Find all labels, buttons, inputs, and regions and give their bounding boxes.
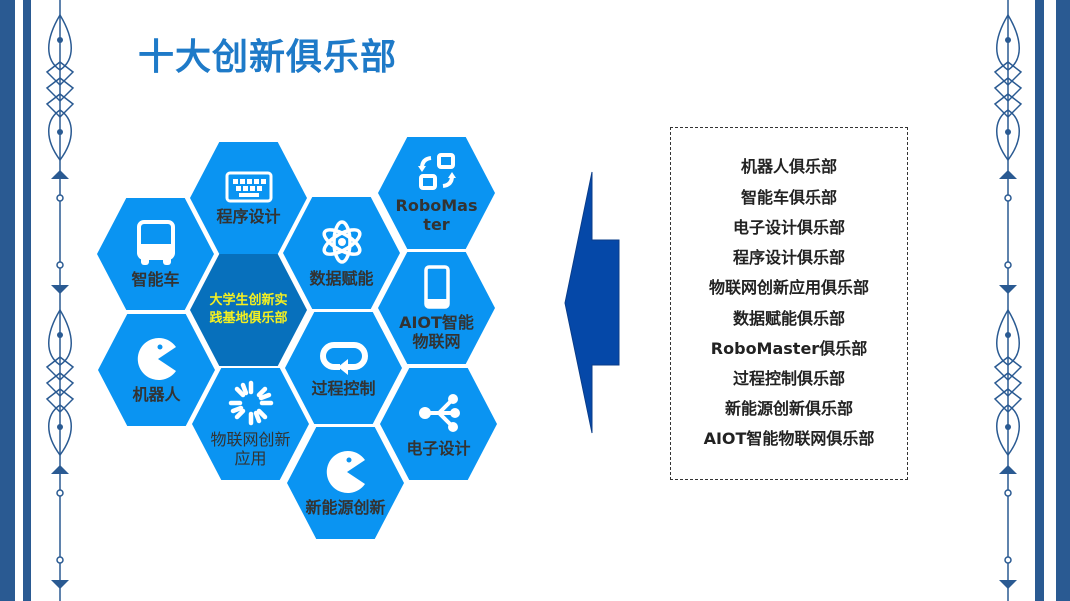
spinner-icon bbox=[228, 380, 273, 426]
hex-label: 新能源创新 bbox=[305, 497, 386, 517]
right-border-inner bbox=[1035, 0, 1044, 601]
page-title: 十大创新俱乐部 bbox=[138, 37, 398, 78]
hex-label: 数据赋能 bbox=[309, 268, 374, 288]
left-border-outer bbox=[0, 0, 15, 601]
atom-icon bbox=[321, 219, 362, 264]
share-icon bbox=[418, 393, 460, 432]
club-list-item: 程序设计俱乐部 bbox=[732, 248, 845, 268]
right-ornament bbox=[993, 0, 1023, 601]
loop-icon bbox=[319, 341, 368, 375]
left-border-inner bbox=[23, 0, 31, 601]
hex-label: 物联网创新应用 bbox=[210, 430, 291, 468]
keyboard-icon bbox=[225, 171, 272, 202]
hex-label: RoboMaster bbox=[395, 196, 478, 234]
club-list-item: RoboMaster俱乐部 bbox=[710, 338, 868, 358]
club-list-item: 数据赋能俱乐部 bbox=[732, 308, 845, 328]
hex-label: 程序设计 bbox=[216, 206, 281, 226]
club-list-item: 机器人俱乐部 bbox=[740, 157, 837, 177]
hex-electronic-design: 电子设计 bbox=[380, 368, 497, 480]
hex-aiot: AIOT智能物联网 bbox=[378, 252, 495, 364]
hex-iot-app: 物联网创新应用 bbox=[192, 368, 309, 480]
hex-data-empower: 数据赋能 bbox=[283, 197, 400, 309]
club-list-item: 智能车俱乐部 bbox=[740, 187, 837, 207]
club-list-item: 电子设计俱乐部 bbox=[732, 217, 845, 237]
hex-label: 大学生创新实践基地俱乐部 bbox=[209, 293, 288, 326]
left-ornament bbox=[45, 0, 75, 601]
hex-center-base: 大学生创新实践基地俱乐部 bbox=[190, 254, 307, 366]
bus-icon bbox=[136, 219, 175, 265]
club-list-box: 机器人俱乐部 智能车俱乐部 电子设计俱乐部 程序设计俱乐部 物联网创新应用俱乐部… bbox=[670, 127, 908, 480]
pacman-icon bbox=[137, 337, 176, 380]
hex-robot: 机器人 bbox=[98, 314, 215, 426]
phone-icon bbox=[423, 265, 450, 309]
hex-label: 过程控制 bbox=[311, 378, 376, 398]
club-list-item: AIOT智能物联网俱乐部 bbox=[703, 429, 875, 449]
club-list-item: 物联网创新应用俱乐部 bbox=[708, 278, 869, 298]
hex-label: 电子设计 bbox=[406, 438, 471, 458]
right-border-outer bbox=[1056, 0, 1070, 601]
hex-label: AIOT智能物联网 bbox=[399, 313, 474, 351]
club-list-item: 新能源创新俱乐部 bbox=[724, 399, 853, 419]
hex-process-control: 过程控制 bbox=[285, 312, 402, 424]
hex-label: 智能车 bbox=[131, 269, 180, 289]
hex-program-design: 程序设计 bbox=[190, 142, 307, 254]
pacman-icon bbox=[326, 450, 365, 493]
left-arrow bbox=[564, 171, 620, 434]
hex-label: 机器人 bbox=[132, 384, 181, 404]
swap-icon bbox=[417, 153, 456, 190]
hex-new-energy: 新能源创新 bbox=[287, 427, 404, 539]
hex-smart-car: 智能车 bbox=[97, 198, 214, 310]
hex-robomaster: RoboMaster bbox=[378, 137, 495, 249]
club-list-item: 过程控制俱乐部 bbox=[732, 368, 845, 388]
